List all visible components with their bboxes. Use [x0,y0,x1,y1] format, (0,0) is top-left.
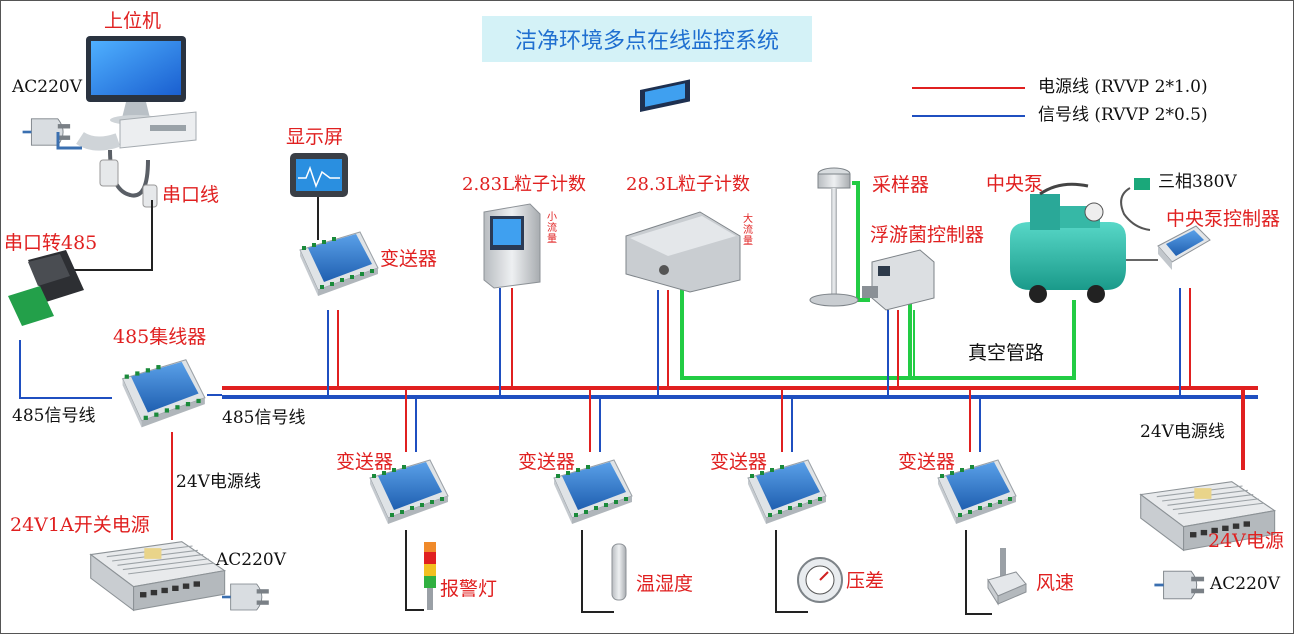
plankton-controller-icon [862,249,935,311]
power-plug-icon [22,117,72,147]
pump-controller-icon [1157,225,1211,270]
three-phase-label: 三相380V [1158,172,1237,192]
pressure-label: 压差 [846,570,885,592]
legend-power-label: 电源线 (RVVP 2*1.0) [1038,77,1208,97]
alarm-light-label: 报警灯 [440,578,498,600]
wind-speed-label: 风速 [1036,572,1075,594]
switch-power-label: 24V1A开关电源 [10,514,150,536]
ac220v-host-label: AC220V [12,77,83,97]
central-pump-label: 中央泵 [986,173,1044,195]
vacuum-pipe [680,181,1076,380]
transmitter-4-label: 变送器 [898,451,956,473]
particle-counter-small-icon [483,203,541,289]
wind-speed-sensor-icon [987,548,1027,606]
counter-small-label: 2.83L粒子计数 [462,174,587,195]
hub-485-label: 485集线器 [113,326,207,348]
switching-power-supply-icon [90,541,226,611]
plankton-controller-label: 浮游菌控制器 [870,224,985,246]
sampler-icon [809,167,859,307]
diagram-title: 洁净环境多点在线监控系统 [482,16,812,62]
signal-485-left-label: 485信号线 [12,406,96,426]
serial-485-converter-icon [8,250,84,326]
display-label: 显示屏 [286,126,344,148]
host-computer-icon [76,36,197,208]
central-pump-icon [1010,182,1126,303]
power-24v-right-label: 24V电源线 [1140,422,1225,442]
transmitter-1-label: 变送器 [336,451,394,473]
ac220v-ps-label: AC220V [216,550,287,570]
transmitter-2-label: 变送器 [518,451,576,473]
legend-signal-label: 信号线 (RVVP 2*0.5) [1038,105,1208,125]
temp-hum-label: 温湿度 [636,573,694,595]
power-plug-icon [222,582,271,612]
transmitter-top-label: 变送器 [380,248,438,270]
display-screen-icon [290,153,348,197]
counter-large-label: 28.3L粒子计数 [626,174,751,195]
serial-cable [64,200,153,271]
large-flow-label: 大流量 [743,214,753,247]
power-24v-right-ps-label: 24V电源 [1208,530,1284,552]
pressure-gauge-icon [797,557,843,603]
signal-485-mid-label: 485信号线 [222,408,306,428]
alarm-light-icon [424,542,436,610]
sampler-label: 采样器 [872,174,930,196]
transmitter-top-icon [299,231,379,297]
485-hub-icon [122,359,206,428]
temperature-humidity-sensor-icon [611,543,627,601]
pump-controller-label: 中央泵控制器 [1166,208,1281,230]
particle-counter-large-icon [625,79,741,293]
power-plug-icon [1154,569,1206,601]
serial-485-label: 串口转485 [4,232,98,254]
serial-line-label: 串口线 [162,184,220,206]
signal-485-left [19,340,112,399]
power-24v-left-label: 24V电源线 [176,472,261,492]
small-flow-label: 小流量 [547,212,557,245]
ac220v-right-label: AC220V [1210,574,1281,594]
host-label: 上位机 [104,10,162,32]
vacuum-pipe-label: 真空管路 [968,342,1045,364]
transmitter-3-label: 变送器 [710,451,768,473]
